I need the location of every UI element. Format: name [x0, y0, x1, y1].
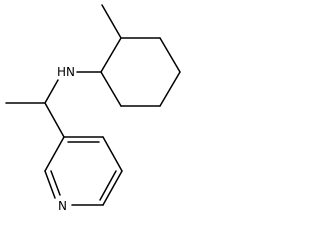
- amine-label: HN: [57, 65, 75, 79]
- bond-pyridine-2: [102, 136, 123, 172]
- bond-cyclohexane-6: [100, 37, 122, 73]
- bond-n-ch: [44, 79, 59, 104]
- bond-pyridine-6: [44, 136, 65, 172]
- bond-ch-pyridine: [44, 102, 65, 138]
- pyridine-nitrogen-label: N: [58, 199, 67, 213]
- bond-cyclohexane-2: [159, 37, 181, 73]
- bond-pyridine-5-inner: [50, 170, 61, 196]
- bond-cyclohexane-3: [159, 71, 181, 107]
- bond-pyridine-3: [102, 170, 123, 206]
- bond-cyclohexane-5: [100, 71, 122, 107]
- bond-pyridine-3-inner: [99, 170, 117, 201]
- bond-methyl: [101, 4, 122, 39]
- structure-diagram: HN N: [5, 4, 181, 213]
- bond-pyridine-5: [44, 170, 56, 199]
